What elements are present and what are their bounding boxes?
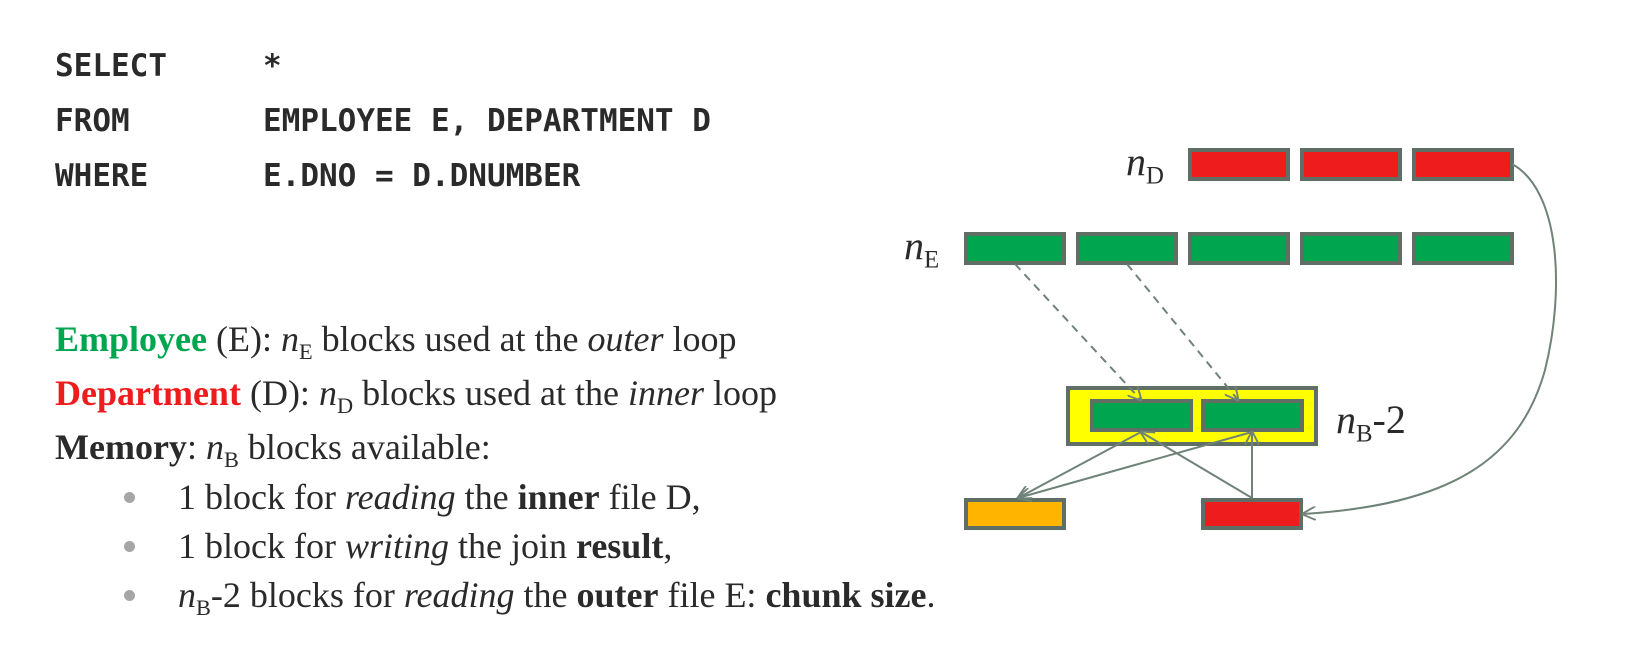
label-nb-var: n [1336, 397, 1356, 442]
label-ne: nE [904, 222, 939, 275]
inner-read-arrow [1303, 163, 1558, 514]
buffer-blocks-row [1090, 399, 1304, 432]
bullet-dot-1 [124, 492, 135, 503]
result-block [964, 498, 1066, 530]
department-block-3 [1412, 148, 1514, 181]
buffer-block-1 [1090, 399, 1193, 432]
employee-var: n [280, 319, 299, 359]
bullet-2-text-c: , [663, 526, 673, 566]
bullet-3-var: n [178, 575, 196, 615]
department-block-2 [1300, 148, 1402, 181]
employee-block-4 [1300, 232, 1402, 265]
employee-em: outer [587, 319, 664, 359]
department-blocks-row [1188, 148, 1514, 181]
department-label: Department [55, 373, 241, 413]
employee-line: Employee (E): nE blocks used at the oute… [55, 318, 737, 365]
bullet-3-text-d: . [926, 575, 936, 615]
label-ne-sub: E [924, 246, 940, 274]
department-var: n [318, 373, 337, 413]
employee-end: loop [663, 319, 737, 359]
sql-select-line: SELECT * [55, 48, 282, 84]
bullet-3-strong2: chunk size [765, 575, 927, 615]
sql-select-value: * [263, 48, 282, 84]
bullet-3-text-a: -2 blocks for [210, 575, 404, 615]
department-sub: D [336, 392, 354, 418]
sql-from-value: EMPLOYEE E, DEPARTMENT D [263, 103, 711, 139]
memory-sub: B [223, 446, 239, 472]
employee-paren: (E): [206, 319, 281, 359]
employee-blocks-row [964, 232, 1514, 265]
load-arrow-1 [1014, 263, 1141, 400]
sql-from-keyword: FROM [55, 103, 130, 139]
bullet-3-sub: B [196, 594, 211, 620]
bullet-3-text-b: the [514, 575, 577, 615]
employee-sub: E [298, 338, 313, 364]
bullet-3-em: reading [403, 575, 515, 615]
department-block-1 [1188, 148, 1290, 181]
department-mid: blocks used at the [353, 373, 629, 413]
bullet-2-strong: result [575, 526, 664, 566]
bullet-3-strong: outer [576, 575, 659, 615]
join-arrow-1 [1141, 432, 1253, 499]
bullet-2-text-a: 1 block for [178, 526, 345, 566]
output-arrow-1 [1018, 431, 1142, 498]
sql-from-line: FROM EMPLOYEE E, DEPARTMENT D [55, 103, 711, 139]
buffer-block-2 [1201, 399, 1304, 432]
label-nd: nD [1126, 138, 1164, 191]
bullet-1-text-b: the [455, 477, 518, 517]
memory-var: n [205, 427, 224, 467]
department-paren: (D): [240, 373, 319, 413]
department-end: loop [704, 373, 778, 413]
bullet-3-text-c: file E: [658, 575, 766, 615]
label-nb-sub: B [1356, 420, 1373, 448]
memory-line: Memory: nB blocks available: [55, 426, 491, 473]
bullet-2-text-b: the join [449, 526, 576, 566]
employee-block-3 [1188, 232, 1290, 265]
memory-end: blocks available: [238, 427, 491, 467]
employee-block-2 [1076, 232, 1178, 265]
bullet-item-3: nB-2 blocks for reading the outer file E… [178, 574, 935, 621]
load-arrow-2 [1126, 263, 1238, 400]
sql-where-value: E.DNO = D.DNUMBER [263, 158, 581, 194]
label-nd-var: n [1126, 139, 1146, 184]
employee-mid: blocks used at the [312, 319, 588, 359]
label-nd-sub: D [1146, 162, 1164, 190]
memory-colon: : [186, 427, 206, 467]
inner-read-block [1201, 498, 1303, 530]
label-ne-var: n [904, 223, 924, 268]
sql-where-keyword: WHERE [55, 158, 149, 194]
bullet-1-text-a: 1 block for [178, 477, 345, 517]
department-em: inner [628, 373, 705, 413]
label-nb-rest: -2 [1372, 397, 1406, 442]
bullet-item-2: 1 block for writing the join result, [178, 525, 672, 567]
employee-block-1 [964, 232, 1066, 265]
bullet-1-strong: inner [517, 477, 600, 517]
department-line: Department (D): nD blocks used at the in… [55, 372, 777, 419]
bullet-dot-2 [124, 541, 135, 552]
employee-block-5 [1412, 232, 1514, 265]
bullet-2-em: writing [344, 526, 449, 566]
bullet-dot-3 [124, 590, 135, 601]
sql-select-keyword: SELECT [55, 48, 167, 84]
label-nb: nB-2 [1336, 396, 1406, 449]
employee-label: Employee [55, 319, 207, 359]
bullet-1-text-c: file D, [599, 477, 701, 517]
sql-where-line: WHERE E.DNO = D.DNUMBER [55, 158, 580, 194]
memory-label: Memory [55, 427, 187, 467]
bullet-1-em: reading [344, 477, 456, 517]
bullet-item-1: 1 block for reading the inner file D, [178, 476, 701, 518]
output-arrow-2 [1018, 431, 1253, 498]
